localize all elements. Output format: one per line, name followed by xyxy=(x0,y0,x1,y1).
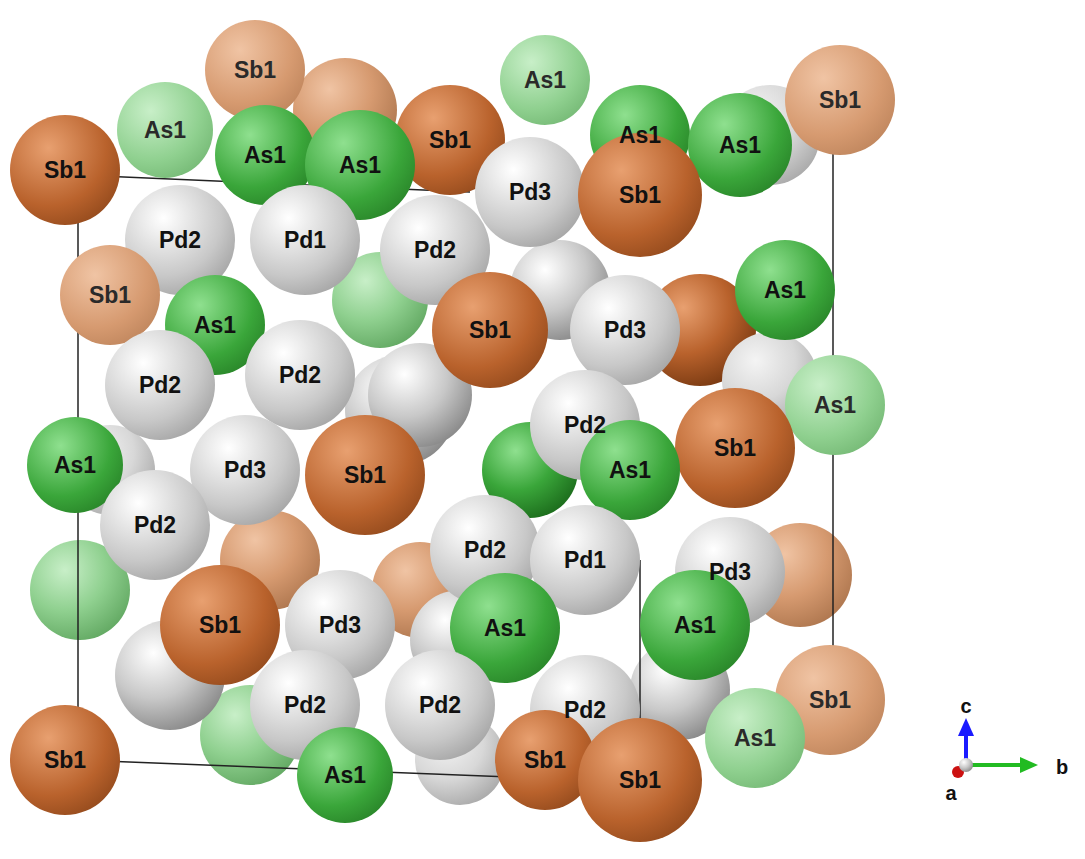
axis-triad xyxy=(952,718,1038,778)
atom-sphere: Sb1 xyxy=(432,272,548,388)
atom-label: As1 xyxy=(734,727,776,750)
atom-sphere: Pd1 xyxy=(250,185,360,295)
atom-sphere: As1 xyxy=(640,570,750,680)
atom-label: Pd2 xyxy=(419,694,461,717)
atom-label: As1 xyxy=(484,617,526,640)
atom-sphere: Sb1 xyxy=(160,565,280,685)
atom-label: As1 xyxy=(719,134,761,157)
atom-label: Sb1 xyxy=(429,129,471,152)
atom-label: As1 xyxy=(609,459,651,482)
atom-label: Pd2 xyxy=(564,699,606,722)
atom-sphere: Pd2 xyxy=(100,470,210,580)
atom-sphere: Sb1 xyxy=(10,705,120,815)
atom-label: Sb1 xyxy=(344,464,386,487)
atom-label: Sb1 xyxy=(714,437,756,460)
atom-label: Sb1 xyxy=(89,284,131,307)
atom-sphere: As1 xyxy=(500,35,590,125)
atom-label: Sb1 xyxy=(44,159,86,182)
atom-label: As1 xyxy=(194,314,236,337)
atom-label: Sb1 xyxy=(524,749,566,772)
atom-label: As1 xyxy=(814,394,856,417)
atom-sphere: Sb1 xyxy=(305,415,425,535)
atom-label: Sb1 xyxy=(819,89,861,112)
atom-label: Pd2 xyxy=(464,539,506,562)
atom-label: Sb1 xyxy=(469,319,511,342)
atom-label: Sb1 xyxy=(619,769,661,792)
axis-label: a xyxy=(945,783,956,803)
atom-label: Pd3 xyxy=(709,561,751,584)
atom-label: Pd1 xyxy=(284,229,326,252)
atom-sphere: Sb1 xyxy=(10,115,120,225)
hidden-atoms xyxy=(30,58,852,805)
atom-sphere: Pd2 xyxy=(245,320,355,430)
unit-cell xyxy=(78,105,833,782)
atom-sphere: As1 xyxy=(705,688,805,788)
atom-label: Pd3 xyxy=(604,319,646,342)
atom-label: As1 xyxy=(244,144,286,167)
atom-sphere: Sb1 xyxy=(578,718,702,842)
atom-sphere: Pd3 xyxy=(475,137,585,247)
atom-label: As1 xyxy=(324,764,366,787)
atom-label: As1 xyxy=(524,69,566,92)
atom-sphere: Pd3 xyxy=(570,275,680,385)
atom-label: As1 xyxy=(619,124,661,147)
atom-sphere: As1 xyxy=(297,727,393,823)
atom-label: Sb1 xyxy=(44,749,86,772)
atom-sphere: As1 xyxy=(785,355,885,455)
atom-label: Pd2 xyxy=(139,374,181,397)
atom-sphere: Pd2 xyxy=(385,650,495,760)
atom-label: As1 xyxy=(674,614,716,637)
axis-label: b xyxy=(1056,757,1068,777)
atom-label: Pd3 xyxy=(319,614,361,637)
atom-label: Pd2 xyxy=(134,514,176,537)
axis-label: c xyxy=(960,696,971,716)
atom-sphere: Sb1 xyxy=(60,245,160,345)
atom-sphere: Sb1 xyxy=(785,45,895,155)
atom-label: Pd2 xyxy=(414,239,456,262)
atom-sphere: Sb1 xyxy=(675,388,795,508)
atom-label: Pd3 xyxy=(224,459,266,482)
atom-sphere: As1 xyxy=(735,240,835,340)
atom-sphere: Sb1 xyxy=(578,133,702,257)
atom-sphere: Pd2 xyxy=(105,330,215,440)
atom-label: Pd3 xyxy=(509,181,551,204)
atom-label: As1 xyxy=(144,119,186,142)
atom-label: Pd2 xyxy=(279,364,321,387)
atom-label: Pd2 xyxy=(564,414,606,437)
atom-label: As1 xyxy=(339,154,381,177)
atom-label: Sb1 xyxy=(619,184,661,207)
atom-label: Sb1 xyxy=(234,59,276,82)
atom-label: As1 xyxy=(764,279,806,302)
atom-label: As1 xyxy=(54,454,96,477)
atom-label: Sb1 xyxy=(809,689,851,712)
atom-label: Pd2 xyxy=(284,694,326,717)
atom-sphere: As1 xyxy=(117,82,213,178)
atom-sphere: As1 xyxy=(688,93,792,197)
atom-label: Sb1 xyxy=(199,614,241,637)
atom-label: Pd2 xyxy=(159,229,201,252)
atom-label: Pd1 xyxy=(564,549,606,572)
